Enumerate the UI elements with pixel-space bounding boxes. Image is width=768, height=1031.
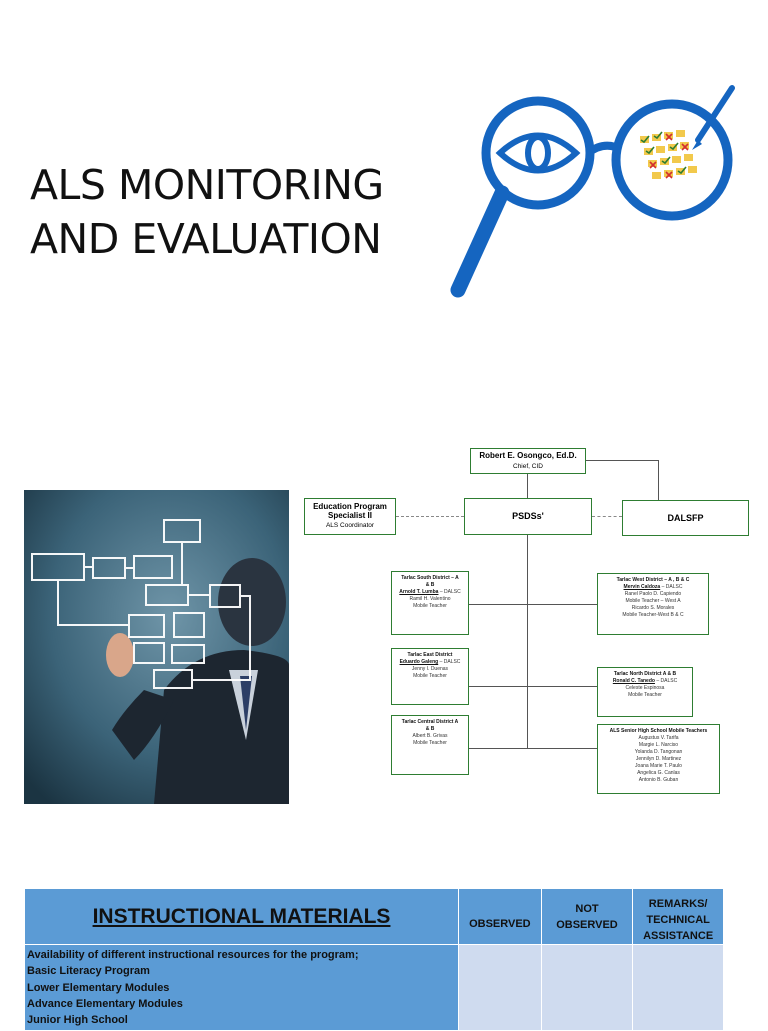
shs-teacher-7: Antonio B. Guban — [638, 777, 679, 783]
central-district-title: Tarlac Central District A — [401, 719, 459, 725]
south-district-box: Tarlac South District – A & B Arnold T. … — [391, 571, 469, 635]
central-district-box: Tarlac Central District A & B Albert B. … — [391, 715, 469, 775]
remarks-cell[interactable] — [632, 943, 724, 1031]
instructional-materials-header: INSTRUCTIONAL MATERIALS — [23, 888, 460, 945]
central-teacher-role: Mobile Teacher — [413, 740, 447, 746]
north-dalsc-name: Ronald C. Tanedo — [612, 678, 655, 684]
not-observed-cell[interactable] — [540, 943, 634, 1031]
south-dalsc-suffix: – DALSC — [438, 589, 461, 595]
north-dalsc-suffix: – DALSC — [654, 678, 678, 684]
remarks-header-line2: TECHNICAL — [646, 913, 710, 926]
remarks-header-line3: ASSISTANCE — [643, 929, 714, 942]
psds-box: PSDSs' — [464, 498, 592, 535]
west-dalsc-suffix: – DALSC — [660, 584, 683, 590]
not-observed-header-line2: OBSERVED — [556, 918, 618, 931]
eps-role: ALS Coordinator — [325, 522, 375, 529]
west-teacher-2-role: Mobile Teacher-West B & C — [622, 612, 684, 618]
shs-teacher-5: Joana Marie T. Paulo — [635, 763, 682, 769]
title-line-2: AND EVALUATION — [30, 215, 382, 263]
east-teacher-name: Jenny I. Duenas — [411, 666, 449, 672]
dalsfp-label: DALSFP — [667, 513, 704, 523]
materials-row-4: Advance Elementary Modules — [27, 997, 183, 1010]
page-title: ALS MONITORING AND EVALUATION — [30, 158, 460, 266]
east-district-title: Tarlac East District — [407, 652, 453, 658]
shs-teachers-box: ALS Senior High School Mobile Teachers A… — [597, 724, 720, 794]
remarks-header-line1: REMARKS/ — [648, 897, 708, 910]
materials-list-cell: Availability of different instructional … — [23, 943, 460, 1031]
eps-title-2: Specialist II — [327, 511, 373, 520]
shs-teacher-1: Augustus V. Tarifa — [638, 735, 679, 741]
dalsfp-box: DALSFP — [622, 500, 749, 536]
south-district-title: Tarlac South District – A — [401, 575, 459, 581]
west-district-title: Tarlac West District – A , B & C — [616, 577, 690, 583]
psds-label: PSDSs' — [512, 511, 544, 521]
materials-row-3: Lower Elementary Modules — [27, 981, 170, 994]
north-teacher-name: Celeste Espinosa — [625, 685, 665, 691]
materials-row-1: Availability of different instructional … — [27, 949, 359, 961]
south-dalsc-name: Arnold T. Lumba — [399, 589, 439, 595]
central-teacher-name: Albert B. Grivas — [412, 733, 448, 739]
shs-title: ALS Senior High School Mobile Teachers — [609, 728, 708, 734]
west-teacher-1-role: Mobile Teacher – West A — [625, 598, 681, 604]
shs-teacher-4: Jennilyn D. Martinez — [635, 756, 682, 762]
pencil-icon — [692, 85, 735, 150]
chief-box: Robert E. Osongco, Ed.D. Chief, CID — [470, 448, 586, 474]
not-observed-header: NOT OBSERVED — [540, 888, 634, 945]
east-dalsc-suffix: – DALSC — [438, 659, 461, 665]
south-district-title-2: & B — [425, 582, 435, 588]
title-line-1: ALS MONITORING — [30, 161, 384, 209]
north-teacher-role: Mobile Teacher — [628, 692, 662, 698]
west-teacher-1: Ranel Paolo D. Capiendo — [624, 591, 682, 597]
materials-row-2: Basic Literacy Program — [27, 965, 150, 978]
central-district-title-2: & B — [425, 726, 435, 732]
north-district-box: Tarlac North District A & B Ronald C. Ta… — [597, 667, 693, 717]
materials-row-5: Junior High School — [27, 1014, 128, 1027]
east-dalsc-name: Eduardo Galeng — [399, 659, 439, 665]
south-teacher-role: Mobile Teacher — [413, 603, 447, 609]
eye-icon — [495, 132, 581, 174]
chief-role: Chief, CID — [513, 463, 543, 470]
shs-teacher-6: Angelica G. Canlas — [637, 770, 680, 776]
north-district-title: Tarlac North District A & B — [613, 671, 677, 677]
table-header-row: INSTRUCTIONAL MATERIALS OBSERVED NOT OBS… — [23, 888, 724, 945]
chief-name: Robert E. Osongco, Ed.D. — [479, 451, 577, 460]
west-dalsc-name: Mervin Caldoza — [623, 584, 661, 590]
east-teacher-role: Mobile Teacher — [413, 673, 447, 679]
checklist-icon — [640, 130, 697, 179]
west-teacher-2: Ricardo S. Morales — [631, 605, 675, 611]
west-district-box: Tarlac West District – A , B & C Mervin … — [597, 573, 709, 635]
observed-header-label: OBSERVED — [469, 917, 531, 930]
shs-teacher-2: Margie L. Narciso — [638, 742, 679, 748]
south-teacher-name: Ramil H. Valentino — [409, 596, 451, 602]
flowchart-businessman-photo — [24, 490, 289, 804]
remarks-header: REMARKS/ TECHNICAL ASSISTANCE — [632, 888, 724, 945]
eps-title-1: Education Program — [313, 502, 387, 511]
table-row: Availability of different instructional … — [23, 943, 724, 1031]
eps-box: Education Program Specialist II ALS Coor… — [304, 498, 396, 535]
observed-cell[interactable] — [458, 943, 542, 1031]
magnifier-evaluation-icon — [450, 85, 735, 298]
observed-header: OBSERVED — [458, 888, 542, 945]
instructional-materials-table: INSTRUCTIONAL MATERIALS OBSERVED NOT OBS… — [23, 888, 724, 1031]
shs-teacher-3: Yolanda D. Tangonan — [634, 749, 683, 755]
east-district-box: Tarlac East District Eduardo Galeng – DA… — [391, 648, 469, 705]
not-observed-header-line1: NOT — [575, 902, 599, 915]
